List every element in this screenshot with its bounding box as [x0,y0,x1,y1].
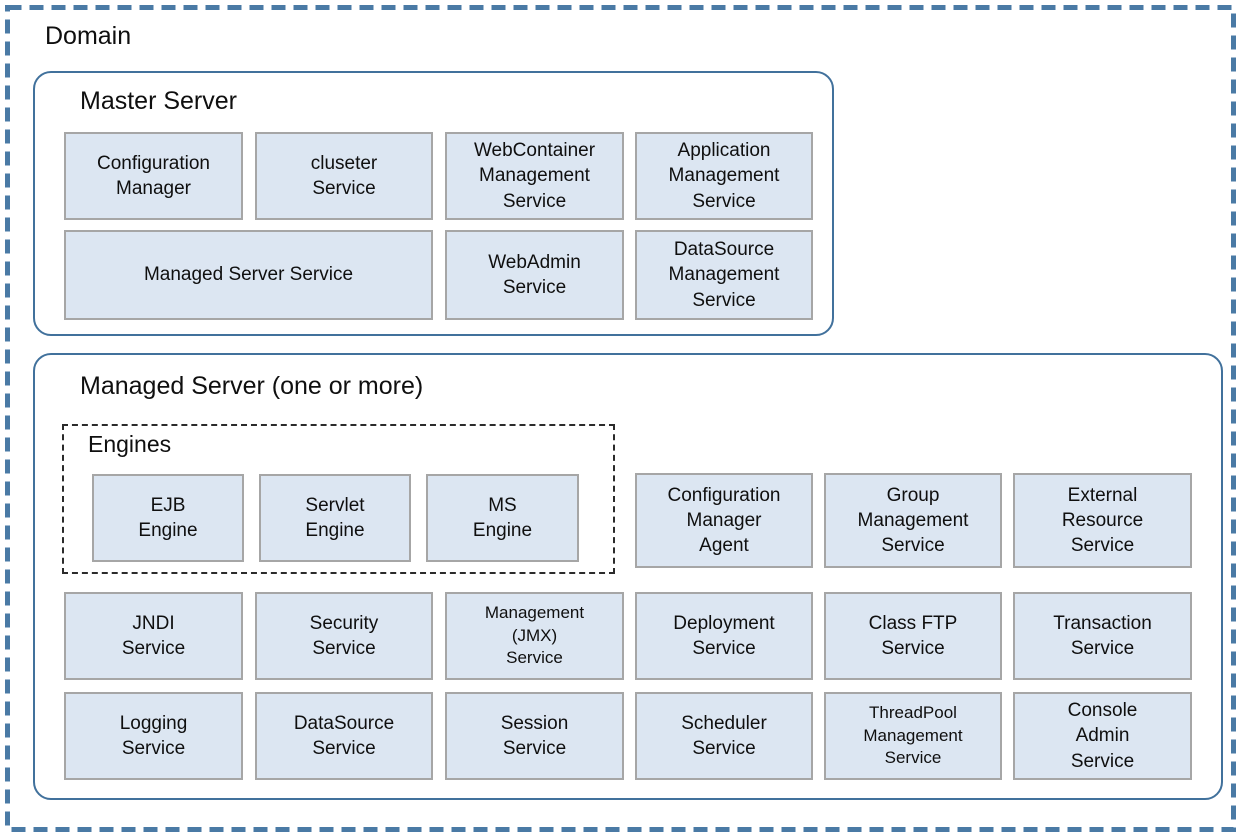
service-box-webadmin-service: WebAdmin Service [445,230,624,320]
managed-server-container: Managed Server (one or more) Engines EJB… [33,353,1223,800]
service-box-jndi-service: JNDI Service [64,592,243,680]
service-box-datasource-management-service: DataSource Management Service [635,230,813,320]
service-box-group-management-service: Group Management Service [824,473,1002,568]
engines-group: Engines EJB Engine Servlet Engine MS Eng… [62,424,615,574]
service-box-managed-server-service: Managed Server Service [64,230,433,320]
service-box-security-service: Security Service [255,592,433,680]
engine-box-servlet-engine: Servlet Engine [259,474,411,562]
service-box-deployment-service: Deployment Service [635,592,813,680]
engines-title: Engines [88,431,172,457]
service-box-external-resource-service: External Resource Service [1013,473,1192,568]
service-box-threadpool-management-service: ThreadPool Management Service [824,692,1002,780]
service-box-cluseter-service: cluseter Service [255,132,433,220]
master-server-container: Master Server Configuration Manager clus… [33,71,834,336]
master-server-title: Master Server [80,87,237,115]
service-box-console-admin-service: Console Admin Service [1013,692,1192,780]
engine-box-ejb-engine: EJB Engine [92,474,244,562]
service-box-transaction-service: Transaction Service [1013,592,1192,680]
service-box-logging-service: Logging Service [64,692,243,780]
engine-box-ms-engine: MS Engine [426,474,579,562]
service-box-management-jmx-service: Management (JMX) Service [445,592,624,680]
service-box-webcontainer-management-service: WebContainer Management Service [445,132,624,220]
service-box-class-ftp-service: Class FTP Service [824,592,1002,680]
service-box-scheduler-service: Scheduler Service [635,692,813,780]
managed-server-title: Managed Server (one or more) [80,372,424,400]
service-box-application-management-service: Application Management Service [635,132,813,220]
domain-title: Domain [45,22,132,50]
service-box-configuration-manager: Configuration Manager [64,132,243,220]
service-box-datasource-service: DataSource Service [255,692,433,780]
service-box-session-service: Session Service [445,692,624,780]
service-box-configuration-manager-agent: Configuration Manager Agent [635,473,813,568]
